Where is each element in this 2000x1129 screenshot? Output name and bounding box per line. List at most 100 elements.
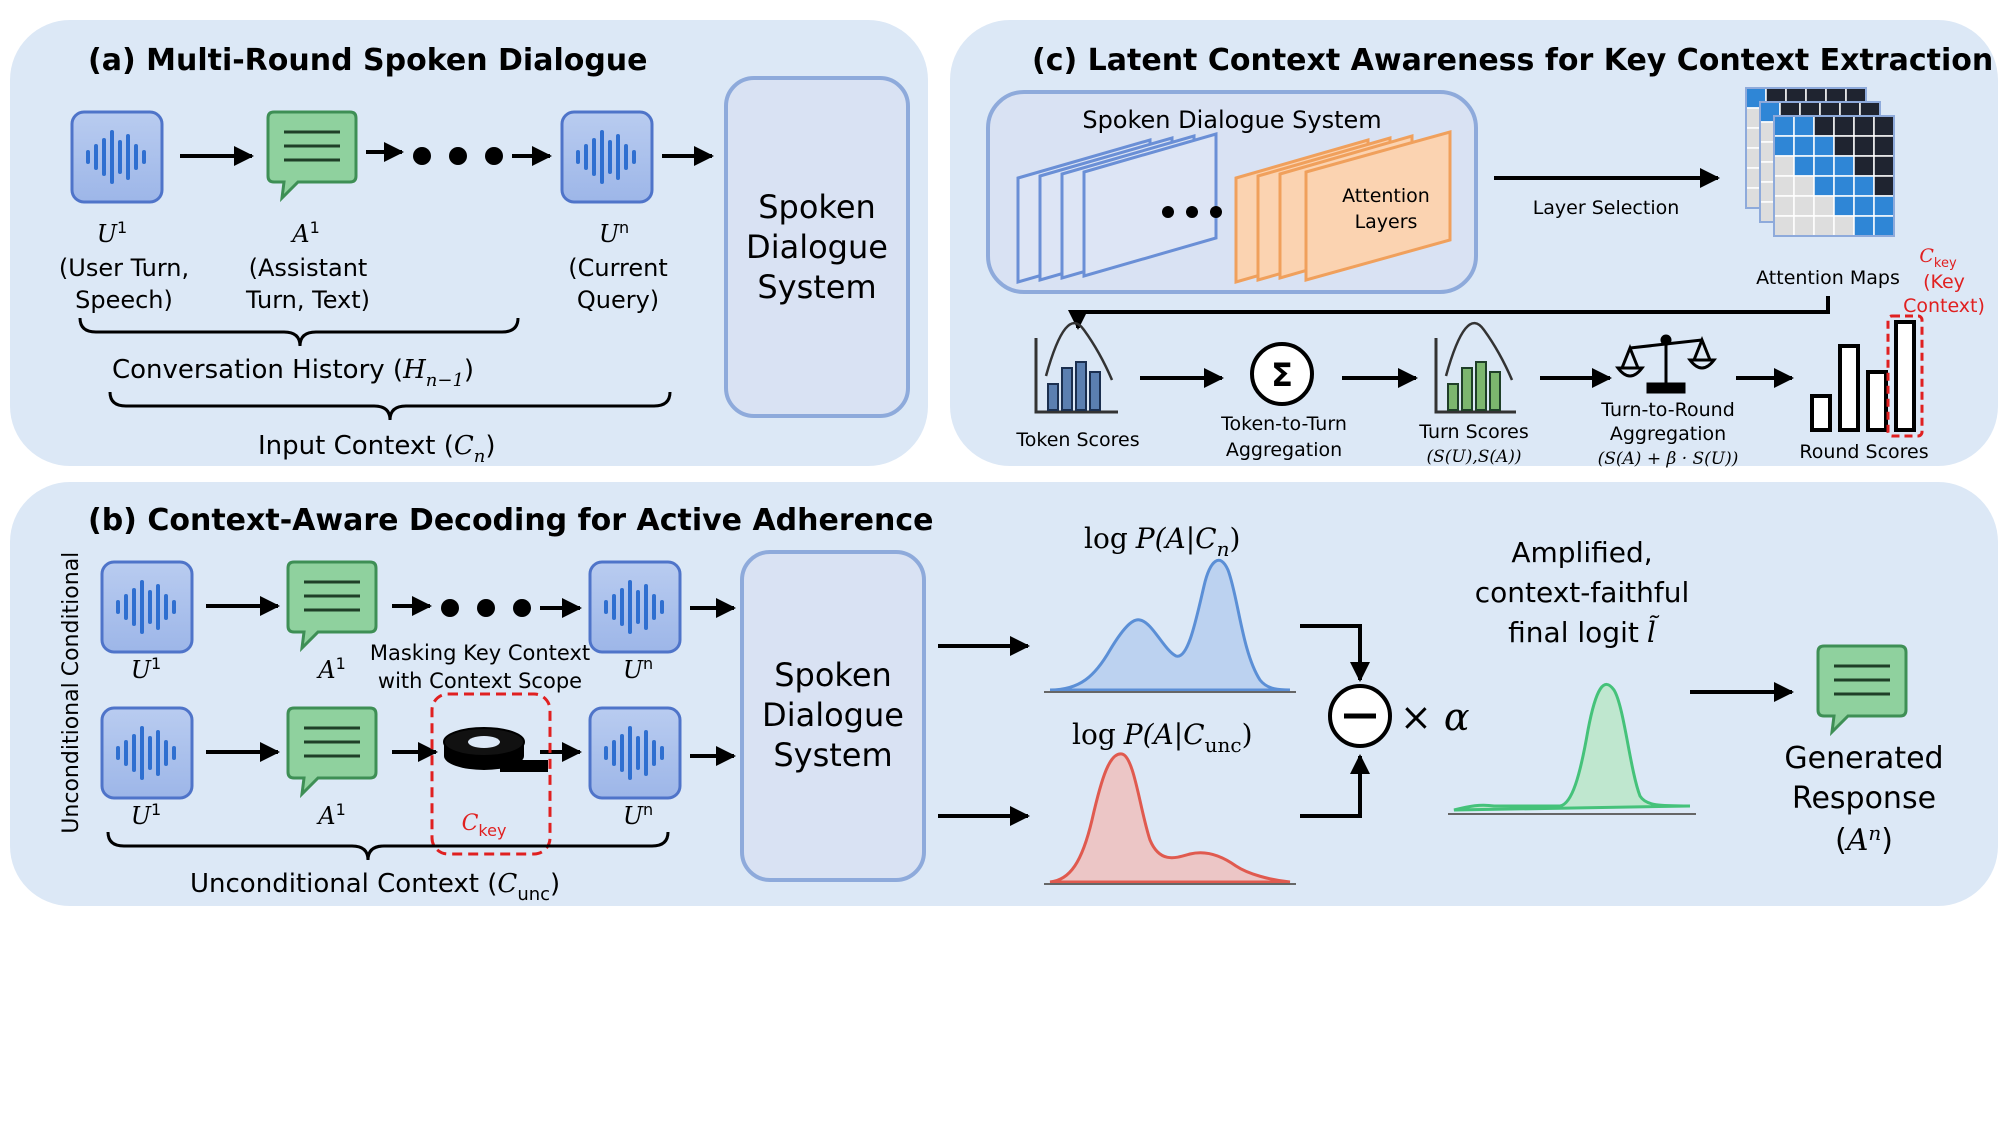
user-turn-speech-icon [70,110,164,204]
attention-map-cell [1833,195,1855,217]
amplified-line-2: context-faithful [1475,576,1690,609]
return-arrow [1068,296,1830,330]
history-brace [78,317,520,347]
hidden-layers [1016,132,1218,284]
unc-u1-label: U1 [131,800,161,830]
unc-a1-label: A1 [316,800,346,830]
un-desc-2: Query) [577,286,659,314]
row-label-unconditional: Unconditional [59,682,84,833]
minus-operator-icon [1328,684,1392,748]
attention-map-cell [1853,115,1875,137]
amplified-logit-curve [1448,683,1696,815]
system-a-line-2: Dialogue [746,228,888,266]
attention-layers-2: Layers [1355,211,1418,233]
ckey-desc-2: Context) [1903,295,1985,317]
attention-map-cell [1853,215,1875,237]
attention-map-cell [1853,155,1875,177]
turn-to-round-2: Aggregation [1610,423,1726,445]
panel-c-title: (c) Latent Context Awareness for Key Con… [1032,43,1993,78]
u1-label: U1 [97,218,127,248]
token-to-turn-2: Aggregation [1226,439,1342,461]
panel-b: (b) Context-Aware Decoding for Active Ad… [10,482,1998,906]
attention-map-cell [1833,155,1855,177]
balance-scale-icon [1614,334,1718,394]
unc-un-icon [588,706,682,800]
unconditional-brace [106,831,670,861]
unc-u1-icon [100,706,194,800]
spoken-dialogue-system-box-a [724,76,910,418]
attention-map-cell [1813,195,1835,217]
attention-map-cell [1833,135,1855,157]
sds-label: Spoken Dialogue System [1082,106,1381,134]
a1-desc-1: (Assistant [249,254,368,282]
ckey-label-b: Ckey [462,811,507,840]
generated-line-2: Response [1792,781,1936,816]
input-brace [108,391,672,421]
attention-map-cell [1793,195,1815,217]
attention-map-cell [1793,115,1815,137]
attention-map-cell [1773,155,1795,177]
cond-un-icon [588,560,682,654]
spoken-dialogue-system-box-b [740,550,926,882]
unc-un-label: Un [623,800,653,830]
system-a-line-3: System [757,268,876,306]
round-formula: (S(A) + β · S(U)) [1598,449,1739,469]
attention-map-cell [1873,115,1895,137]
system-b-line-1: Spoken [774,656,892,694]
attention-map-cell [1833,115,1855,137]
token-to-turn-1: Token-to-Turn [1220,413,1347,435]
attention-map-cell [1873,155,1895,177]
unconditional-logit-curve [1044,752,1296,885]
attention-map-cell [1853,135,1875,157]
history-label: Conversation History (Hn−1) [112,355,474,391]
conditional-logit-curve [1044,558,1296,693]
times-alpha: × α [1400,695,1470,739]
u1-desc-2: Speech) [75,286,173,314]
attention-map-border [1773,115,1895,237]
attention-map-cell [1773,195,1795,217]
panel-a: (a) Multi-Round Spoken Dialogue U1 (User… [10,20,928,467]
attention-maps-label: Attention Maps [1756,267,1900,289]
sigma-sum-icon: Σ [1250,342,1314,406]
panel-b-title: (b) Context-Aware Decoding for Active Ad… [88,503,934,538]
row-label-conditional: Conditional [59,552,84,677]
attention-map-cell [1813,115,1835,137]
attention-map-cell [1873,195,1895,217]
svg-text:Σ: Σ [1271,356,1293,394]
masking-note-1: Masking Key Context [370,641,590,665]
masking-tape-icon [443,727,548,772]
system-b-line-2: Dialogue [762,696,904,734]
turn-to-round-1: Turn-to-Round [1600,399,1735,421]
round-scores-icon [1810,320,1916,432]
cond-a1-label: A1 [316,654,346,684]
key-context-mask-box [430,692,552,856]
system-b-line-3: System [773,736,892,774]
attention-map-cell [1813,155,1835,177]
attention-map-cell [1793,175,1815,197]
generated-line-3: (An) [1835,821,1893,858]
cond-un-label: Un [623,654,653,684]
attention-maps-icon [1745,87,1895,237]
input-context-label: Input Context (Cn) [258,431,496,467]
attention-map-cell [1773,115,1795,137]
system-a-line-1: Spoken [758,188,876,226]
attention-map-cell [1873,135,1895,157]
a1-desc-2: Turn, Text) [245,286,370,314]
attention-map-cell [1773,175,1795,197]
attention-map-cell [1793,135,1815,157]
cond-ellipsis [441,599,531,617]
ckey-desc-1: (Key [1923,271,1965,293]
token-scores-label: Token Scores [1015,429,1139,451]
a1-label: A1 [290,218,320,248]
turn-scores-formula: (S(U),S(A)) [1426,447,1521,467]
layer-selection-label: Layer Selection [1533,197,1680,219]
u1-desc-1: (User Turn, [59,254,189,282]
panel-a-title: (a) Multi-Round Spoken Dialogue [88,43,648,78]
attention-map-cell [1813,175,1835,197]
panel-c: (c) Latent Context Awareness for Key Con… [950,20,1998,469]
ckey-label-c: Ckey [1919,245,1957,271]
amplified-line-1: Amplified, [1511,536,1652,569]
